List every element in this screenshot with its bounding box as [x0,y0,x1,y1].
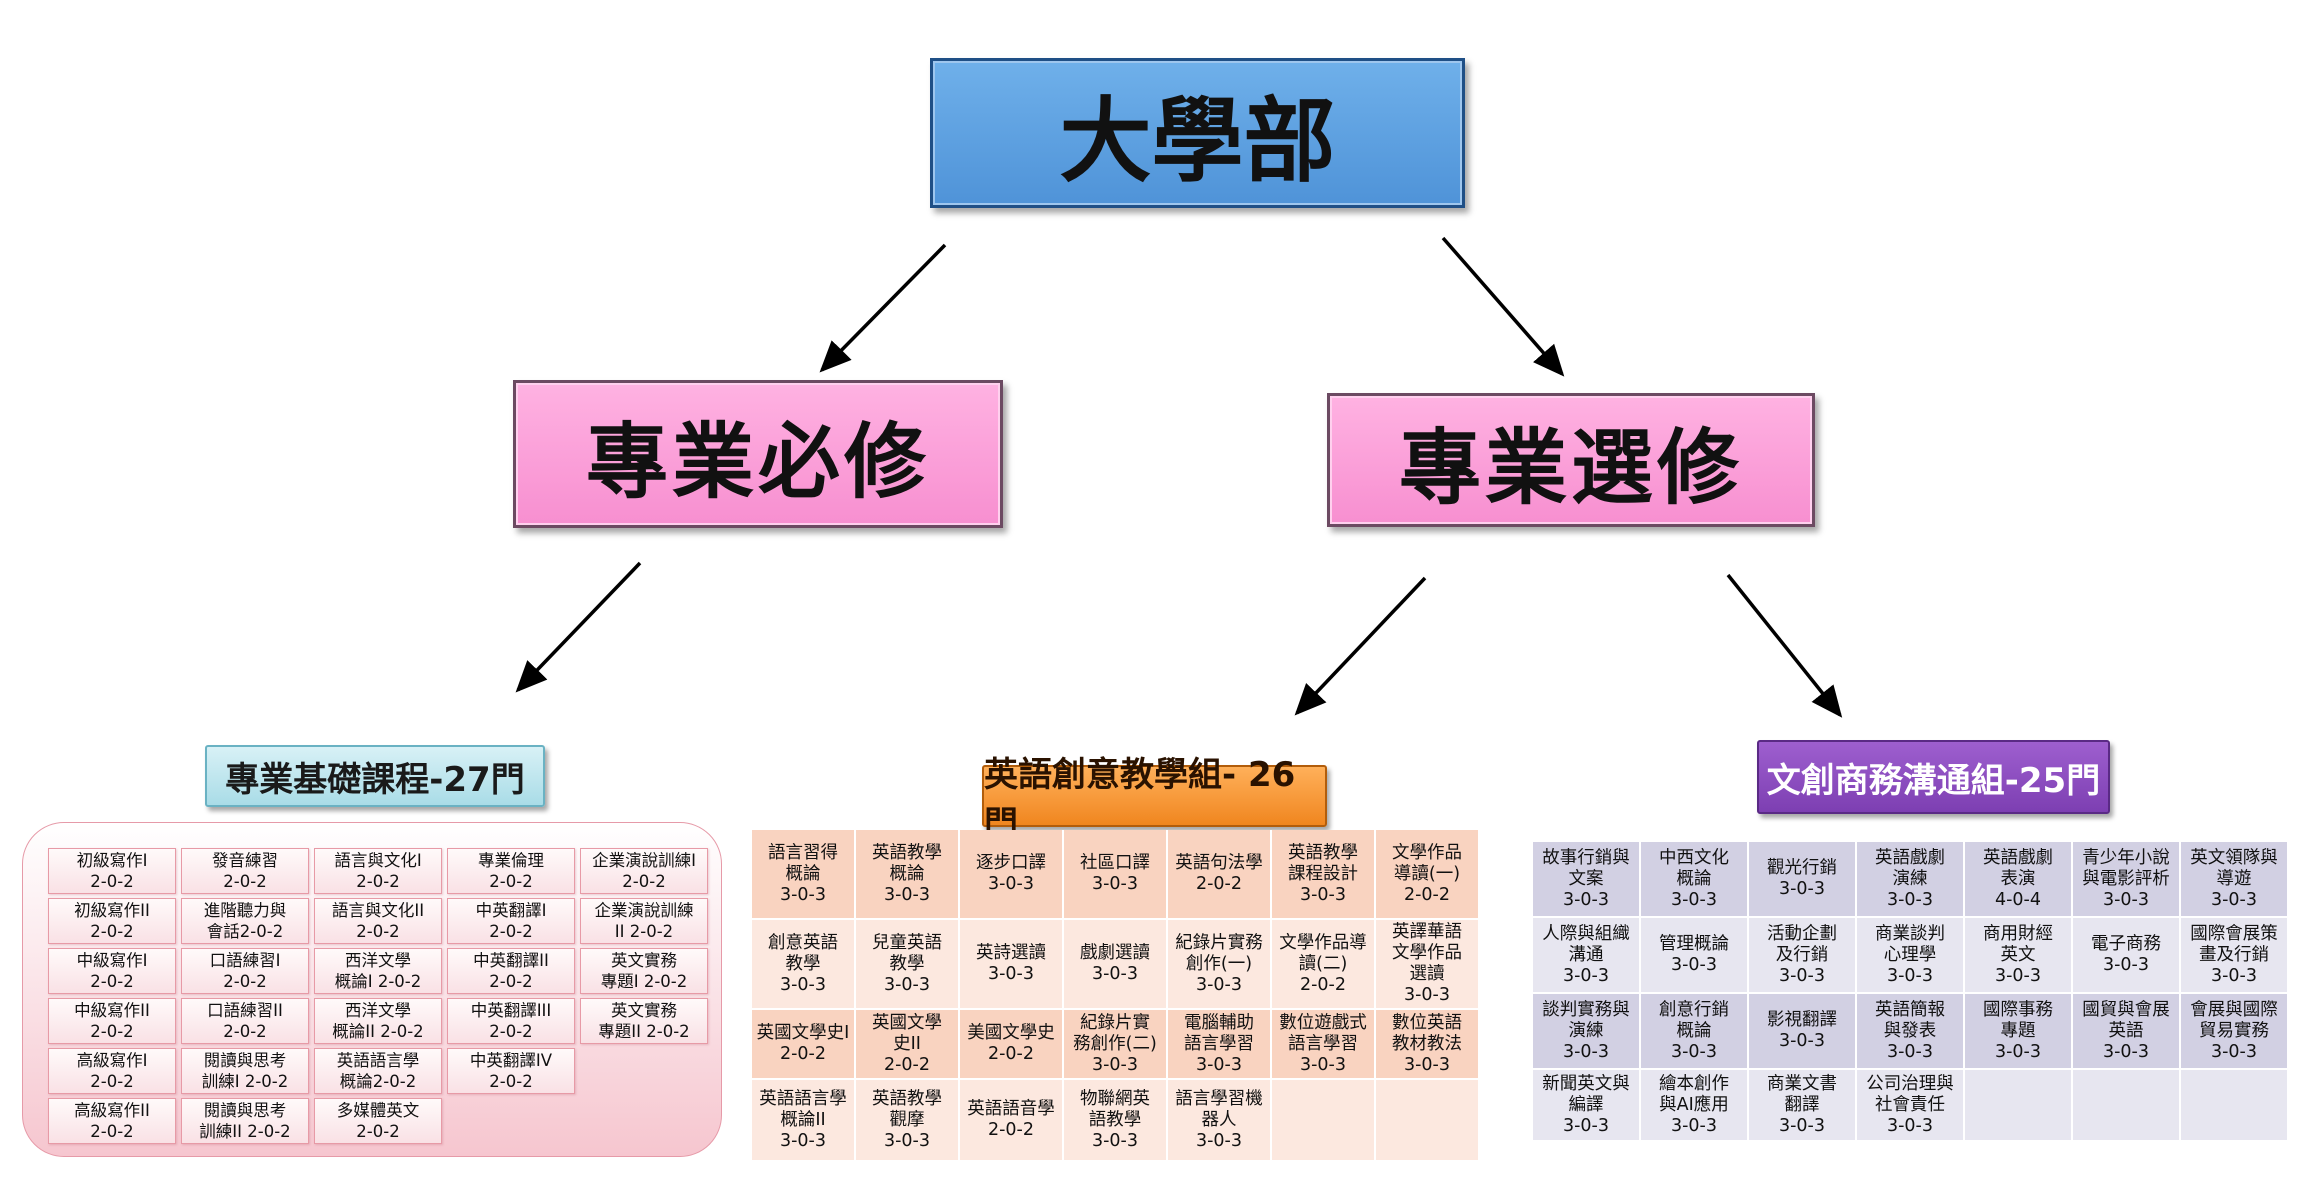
arrow-root-to-required [819,243,947,373]
course-cell: 商用財經 英文 3-0-3 [1965,918,2071,992]
course-cell: 中英翻譯II 2-0-2 [447,948,575,994]
arrow-elective-to-business [1726,573,1843,718]
course-cell: 英語語言學 概論2-0-2 [314,1048,442,1094]
course-cell: 閱讀與思考 訓練I 2-0-2 [181,1048,309,1094]
course-cell [2181,1070,2287,1140]
course-cell: 兒童英語 教學 3-0-3 [856,920,958,1008]
course-cell: 商業文書 翻譯 3-0-3 [1749,1070,1855,1140]
course-cell: 多媒體英文 2-0-2 [314,1098,442,1144]
course-cell: 國際事務 專題 3-0-3 [1965,994,2071,1068]
course-cell: 企業演說訓練 II 2-0-2 [580,898,708,944]
course-cell: 英譯華語 文學作品 選讀 3-0-3 [1376,920,1478,1008]
course-cell: 語言習得 概論 3-0-3 [752,830,854,918]
course-cell: 國際會展策 畫及行銷 3-0-3 [2181,918,2287,992]
course-cell: 英國文學史I 2-0-2 [752,1010,854,1078]
course-cell: 創意英語 教學 3-0-3 [752,920,854,1008]
course-cell: 英文實務 專題II 2-0-2 [580,998,708,1044]
course-cell: 紀錄片實務 創作(一) 3-0-3 [1168,920,1270,1008]
course-cell: 會展與國際 貿易實務 3-0-3 [2181,994,2287,1068]
course-cell: 語言學習機 器人 3-0-3 [1168,1080,1270,1160]
course-cell: 高級寫作II 2-0-2 [48,1098,176,1144]
course-cell: 公司治理與 社會責任 3-0-3 [1857,1070,1963,1140]
course-cell: 閱讀與思考 訓練II 2-0-2 [181,1098,309,1144]
foundation-group-title: 專業基礎課程-27門 [205,745,545,807]
course-cell: 青少年小說 與電影評析 3-0-3 [2073,842,2179,916]
course-cell: 進階聽力與 會話2-0-2 [181,898,309,944]
course-cell [2073,1070,2179,1140]
course-cell: 國貿與會展 英語 3-0-3 [2073,994,2179,1068]
course-cell: 英語語言學 概論II 3-0-3 [752,1080,854,1160]
course-cell: 英語簡報 與發表 3-0-3 [1857,994,1963,1068]
course-cell: 語言與文化I 2-0-2 [314,848,442,894]
arrow-elective-to-creative [1294,576,1427,716]
course-cell: 初級寫作I 2-0-2 [48,848,176,894]
course-cell: 繪本創作 與AI應用 3-0-3 [1641,1070,1747,1140]
course-cell: 高級寫作I 2-0-2 [48,1048,176,1094]
course-cell: 人際與組織 溝通 3-0-3 [1533,918,1639,992]
course-cell: 戲劇選讀 3-0-3 [1064,920,1166,1008]
course-cell: 專業倫理 2-0-2 [447,848,575,894]
arrow-required-to-foundation [515,561,642,693]
course-cell [1272,1080,1374,1160]
course-cell: 商業談判 心理學 3-0-3 [1857,918,1963,992]
course-cell: 英詩選讀 3-0-3 [960,920,1062,1008]
course-cell: 故事行銷與 文案 3-0-3 [1533,842,1639,916]
course-cell: 中級寫作II 2-0-2 [48,998,176,1044]
course-cell: 西洋文學 概論I 2-0-2 [314,948,442,994]
course-cell [1965,1070,2071,1140]
course-cell: 英語戲劇 演練 3-0-3 [1857,842,1963,916]
root-node: 大學部 [930,58,1465,208]
creative-teaching-group-title: 英語創意教學組- 26門 [982,755,1327,844]
elective-node: 專業選修 [1327,393,1815,527]
course-cell: 中級寫作I 2-0-2 [48,948,176,994]
course-cell: 中英翻譯III 2-0-2 [447,998,575,1044]
course-cell: 談判實務與 演練 3-0-3 [1533,994,1639,1068]
course-cell: 數位遊戲式 語言學習 3-0-3 [1272,1010,1374,1078]
course-cell: 英文領隊與 導遊 3-0-3 [2181,842,2287,916]
course-cell: 中英翻譯IV 2-0-2 [447,1048,575,1094]
course-cell: 口語練習II 2-0-2 [181,998,309,1044]
course-cell: 初級寫作II 2-0-2 [48,898,176,944]
course-cell: 物聯網英 語教學 3-0-3 [1064,1080,1166,1160]
course-cell: 文學作品 導讀(一) 2-0-2 [1376,830,1478,918]
course-cell: 英語句法學 2-0-2 [1168,830,1270,918]
course-cell: 中英翻譯I 2-0-2 [447,898,575,944]
course-cell: 口語練習I 2-0-2 [181,948,309,994]
course-cell: 語言與文化II 2-0-2 [314,898,442,944]
course-cell: 電子商務 3-0-3 [2073,918,2179,992]
course-cell: 紀錄片實 務創作(二) 3-0-3 [1064,1010,1166,1078]
course-cell: 發音練習 2-0-2 [181,848,309,894]
course-cell: 電腦輔助 語言學習 3-0-3 [1168,1010,1270,1078]
course-cell: 英語教學 概論 3-0-3 [856,830,958,918]
course-cell: 英語戲劇 表演 4-0-4 [1965,842,2071,916]
course-cell: 英國文學 史II 2-0-2 [856,1010,958,1078]
course-cell: 創意行銷 概論 3-0-3 [1641,994,1747,1068]
course-cell: 西洋文學 概論II 2-0-2 [314,998,442,1044]
course-cell: 文學作品導 讀(二) 2-0-2 [1272,920,1374,1008]
course-cell: 觀光行銷 3-0-3 [1749,842,1855,916]
course-cell: 新聞英文與 編譯 3-0-3 [1533,1070,1639,1140]
course-cell: 英文實務 專題I 2-0-2 [580,948,708,994]
course-cell: 影視翻譯 3-0-3 [1749,994,1855,1068]
course-cell: 美國文學史 2-0-2 [960,1010,1062,1078]
course-cell: 企業演說訓練I 2-0-2 [580,848,708,894]
course-cell: 數位英語 教材教法 3-0-3 [1376,1010,1478,1078]
course-cell: 社區口譯 3-0-3 [1064,830,1166,918]
course-cell: 英語教學 課程設計 3-0-3 [1272,830,1374,918]
business-communication-group-title: 文創商務溝通組-25門 [1757,740,2110,814]
course-cell [1376,1080,1478,1160]
arrow-root-to-elective [1441,236,1565,377]
course-cell: 活動企劃 及行銷 3-0-3 [1749,918,1855,992]
course-cell: 逐步口譯 3-0-3 [960,830,1062,918]
required-node: 專業必修 [513,380,1003,528]
course-cell: 英語教學 觀摩 3-0-3 [856,1080,958,1160]
course-cell: 英語語音學 2-0-2 [960,1080,1062,1160]
course-cell: 管理概論 3-0-3 [1641,918,1747,992]
course-cell: 中西文化 概論 3-0-3 [1641,842,1747,916]
